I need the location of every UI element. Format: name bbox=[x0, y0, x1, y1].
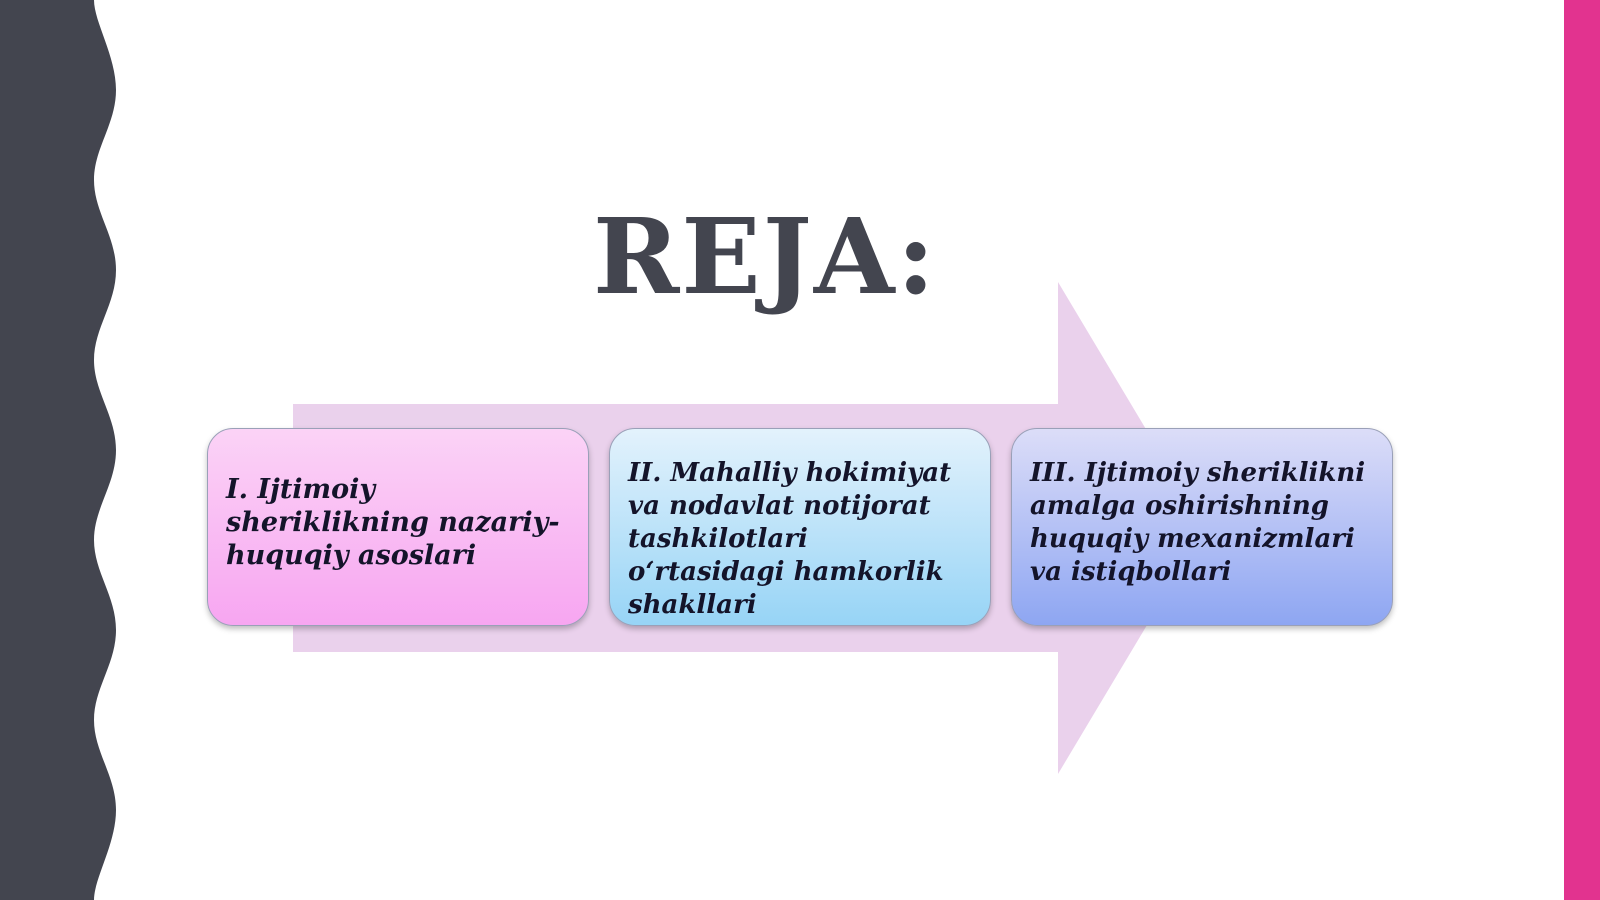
step-box-2: II. Mahalliy hokimiyat va nodavlat notij… bbox=[609, 428, 991, 626]
left-wavy-band bbox=[0, 0, 116, 900]
step-box-3: III. Ijtimoiy sheriklikni amalga oshiris… bbox=[1011, 428, 1393, 626]
step-label-3: III. Ijtimoiy sheriklikni amalga oshiris… bbox=[1030, 458, 1366, 587]
step-box-1: I. Ijtimoiy sheriklikning nazariy-huquqi… bbox=[207, 428, 589, 626]
page-title: REJA: bbox=[593, 195, 937, 318]
step-label-1: I. Ijtimoiy sheriklikning nazariy-huquqi… bbox=[226, 473, 560, 571]
right-accent-stripe bbox=[1564, 0, 1600, 900]
wavy-band-shape bbox=[0, 0, 116, 900]
step-label-2: II. Mahalliy hokimiyat va nodavlat notij… bbox=[628, 458, 952, 620]
